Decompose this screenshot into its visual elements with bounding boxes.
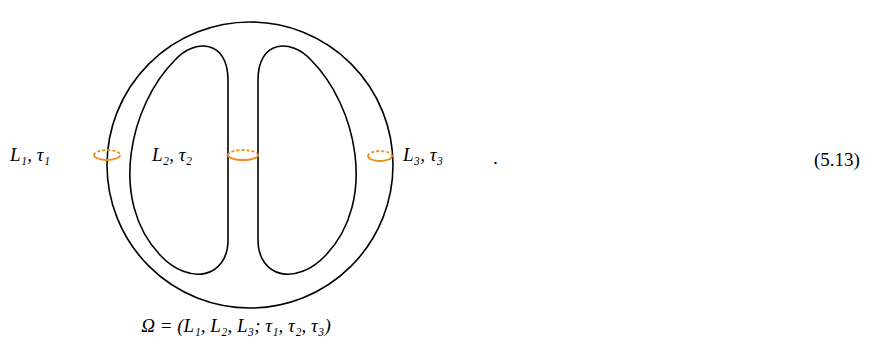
- cut-curve-back: [94, 150, 120, 155]
- cut-curve-front: [368, 156, 392, 161]
- caption-formula: Ω = (L₁, L₂, L₃; τ₁, τ₂, τ₃): [141, 315, 331, 338]
- right-hole: [258, 46, 356, 274]
- punctuation: .: [493, 147, 498, 170]
- equation-number: (5.13): [814, 149, 860, 172]
- cut-curve-front: [94, 155, 120, 160]
- cut-curve-front: [228, 155, 258, 160]
- cut-curve-back: [368, 151, 392, 156]
- left-hole: [130, 46, 228, 274]
- curve-label: L₁, τ₁: [10, 144, 50, 167]
- curve-label: L₃, τ₃: [403, 144, 443, 167]
- cut-curve-back: [228, 150, 258, 155]
- curve-label: L₂, τ₂: [152, 144, 192, 167]
- cut-curves: [94, 150, 392, 161]
- outer-surface: [107, 22, 393, 308]
